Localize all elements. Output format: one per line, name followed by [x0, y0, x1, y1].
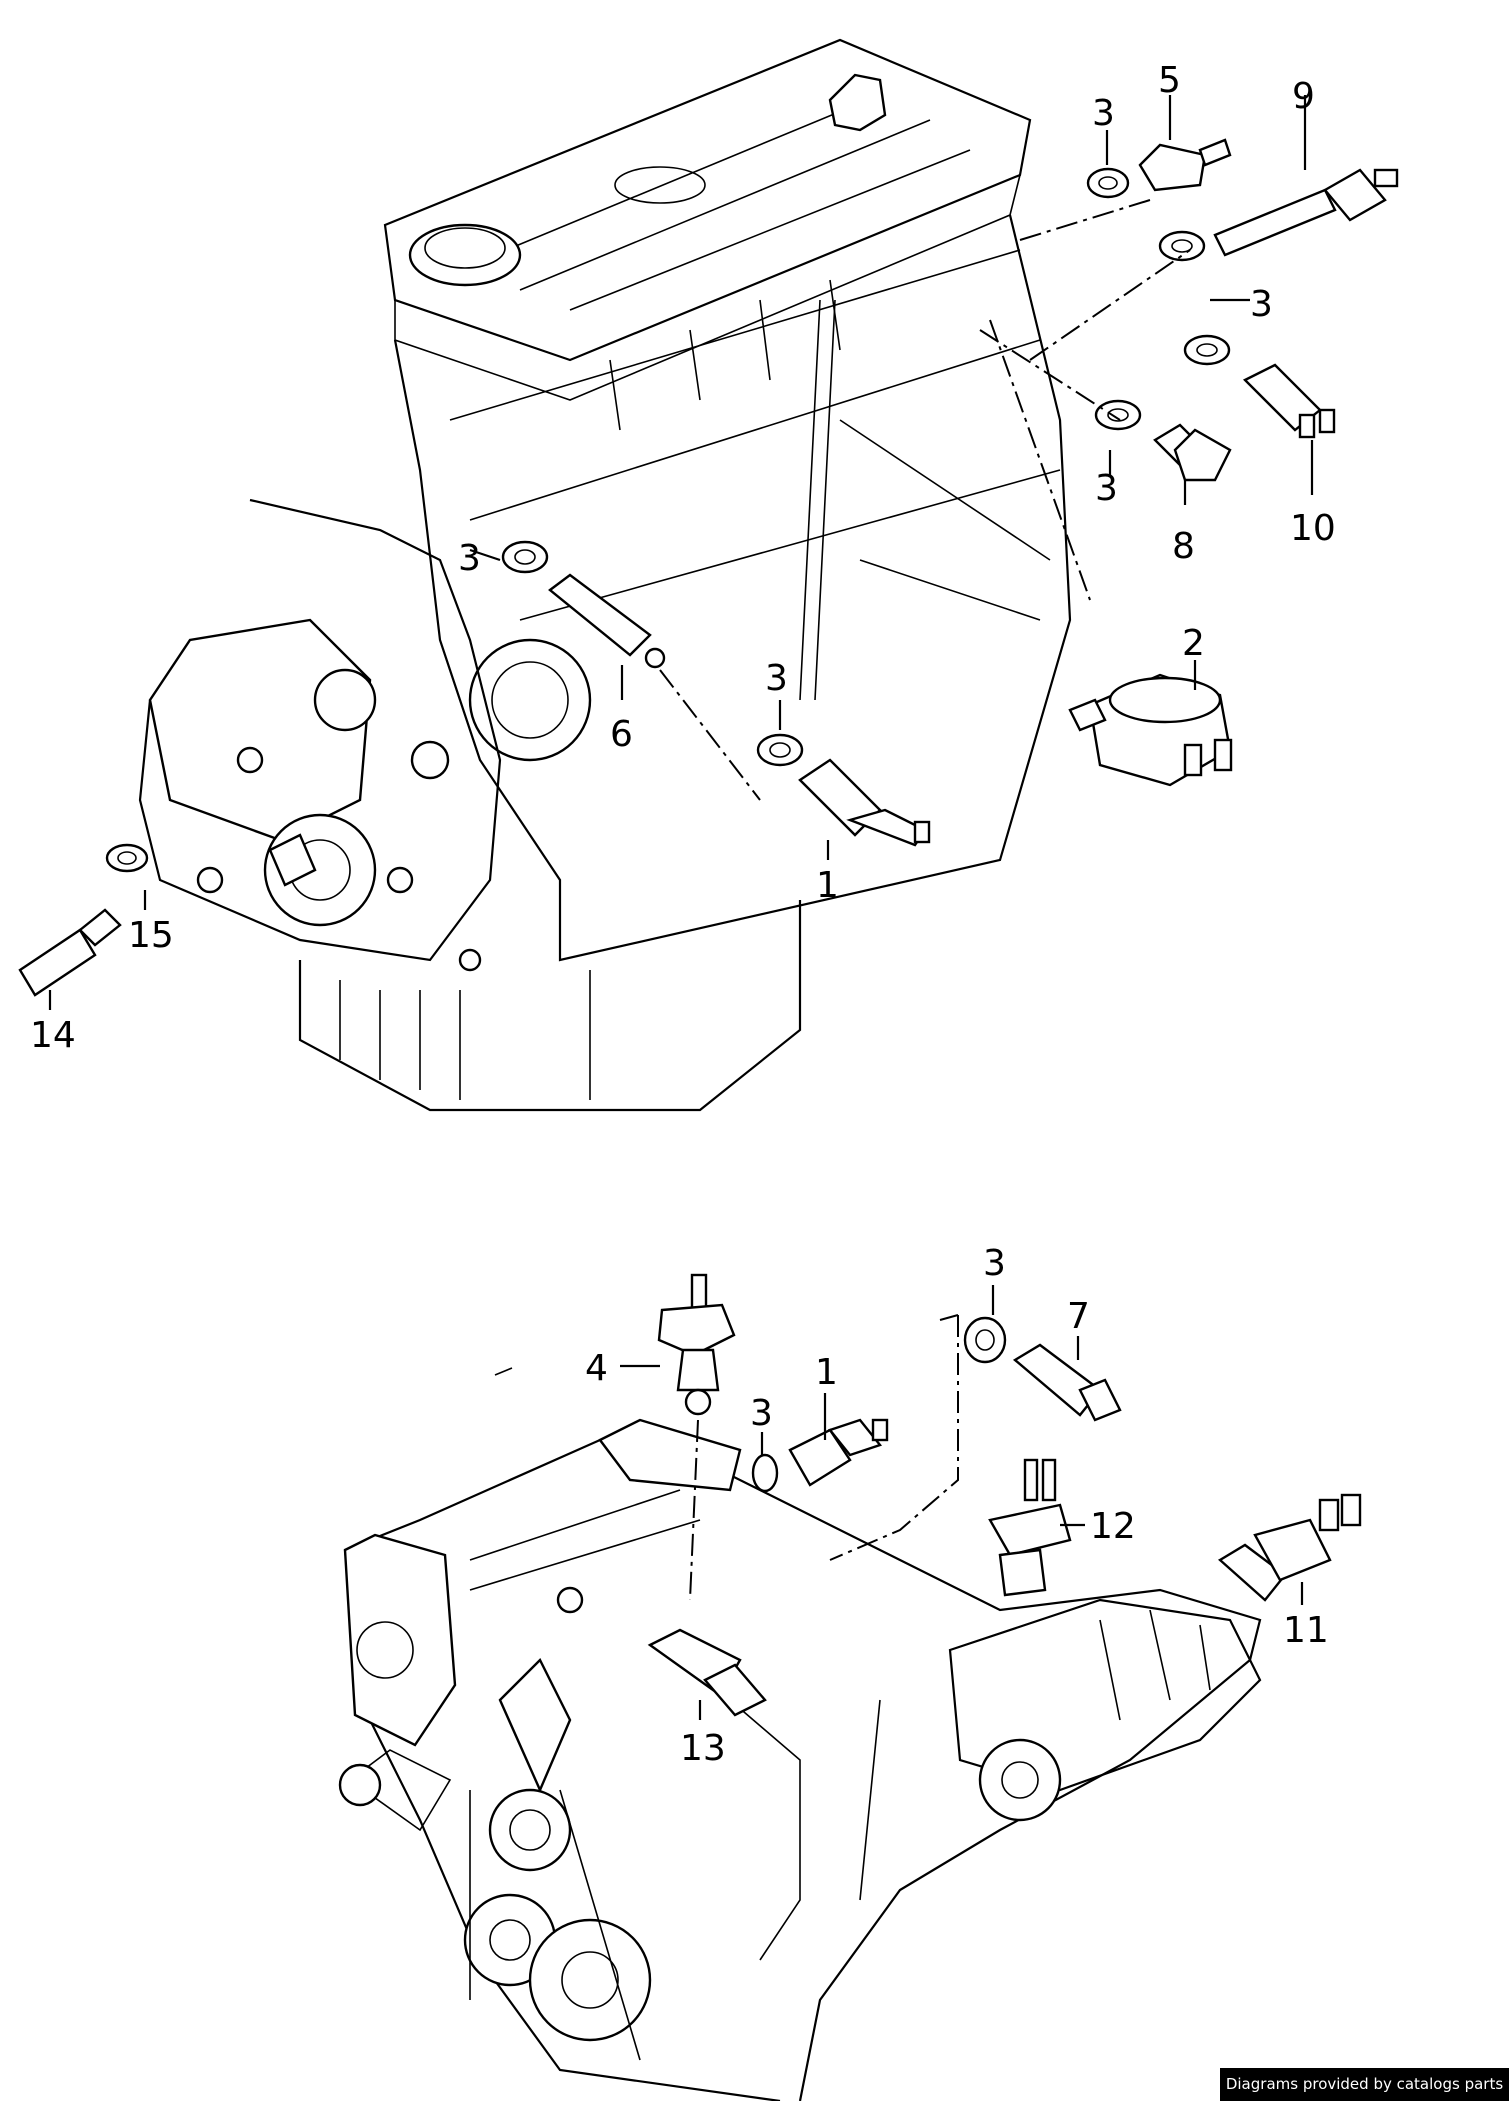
callout-bottom-11: 11: [1283, 1610, 1329, 1651]
callout-top-3e: 3: [765, 658, 788, 699]
engine-block-top: [138, 38, 1072, 1112]
callout-top-2: 2: [1182, 623, 1205, 664]
switch-part-4: [657, 1273, 736, 1416]
callout-top-15: 15: [128, 915, 174, 956]
top-leader-lines: [48, 95, 1314, 1010]
top-callouts: 3 5 9 3 3 8 10 3 2 3 6 1 15 14: [30, 60, 1336, 1056]
engine-bottom: [338, 1418, 1262, 2101]
callout-bottom-4: 4: [585, 1348, 608, 1389]
sensor-part-13: [647, 1628, 767, 1717]
callout-top-1: 1: [816, 865, 839, 906]
callout-top-3d: 3: [458, 538, 481, 579]
sender-part-5: [1138, 138, 1232, 192]
callout-top-14: 14: [30, 1015, 76, 1056]
callout-bottom-3a: 3: [983, 1243, 1006, 1284]
callout-top-8: 8: [1172, 526, 1195, 567]
callout-top-3b: 3: [1250, 284, 1273, 325]
oil-pressure-switch-part-1: [798, 758, 931, 847]
spark-plug-part-14: [18, 908, 122, 997]
sender-unit-part-2: [1068, 673, 1233, 787]
callout-top-5: 5: [1158, 60, 1181, 101]
callout-top-9: 9: [1292, 76, 1315, 117]
sensor-part-11: [1217, 1493, 1362, 1602]
sensor-part-12: [988, 1458, 1072, 1597]
callout-bottom-13: 13: [680, 1728, 726, 1769]
sensor-part-6: [548, 573, 666, 669]
callout-top-6: 6: [610, 714, 633, 755]
callout-top-10: 10: [1290, 508, 1336, 549]
switch-part-1-bottom: [788, 1418, 889, 1487]
switch-part-10: [1242, 363, 1336, 439]
callout-bottom-12: 12: [1090, 1506, 1136, 1547]
temperature-sensor-part-9: [1213, 168, 1399, 257]
callout-bottom-7: 7: [1067, 1296, 1090, 1337]
callout-bottom-3b: 3: [750, 1393, 773, 1434]
callout-bottom-1: 1: [815, 1352, 838, 1393]
seal-rings-part-3: [105, 167, 1231, 873]
bottom-leader-lines: [494, 1285, 1304, 1720]
seal-rings-bottom-part-3: [751, 1316, 1007, 1493]
bottom-callouts: 3 7 4 1 3 12 11 13: [585, 1243, 1329, 1769]
plug-part-8: [1153, 423, 1232, 482]
callout-top-3c: 3: [1095, 468, 1118, 509]
credit-label: Diagrams provided by catalogs parts: [1220, 2068, 1509, 2101]
sensor-part-7: [1012, 1343, 1122, 1422]
callout-top-3a: 3: [1092, 93, 1115, 134]
